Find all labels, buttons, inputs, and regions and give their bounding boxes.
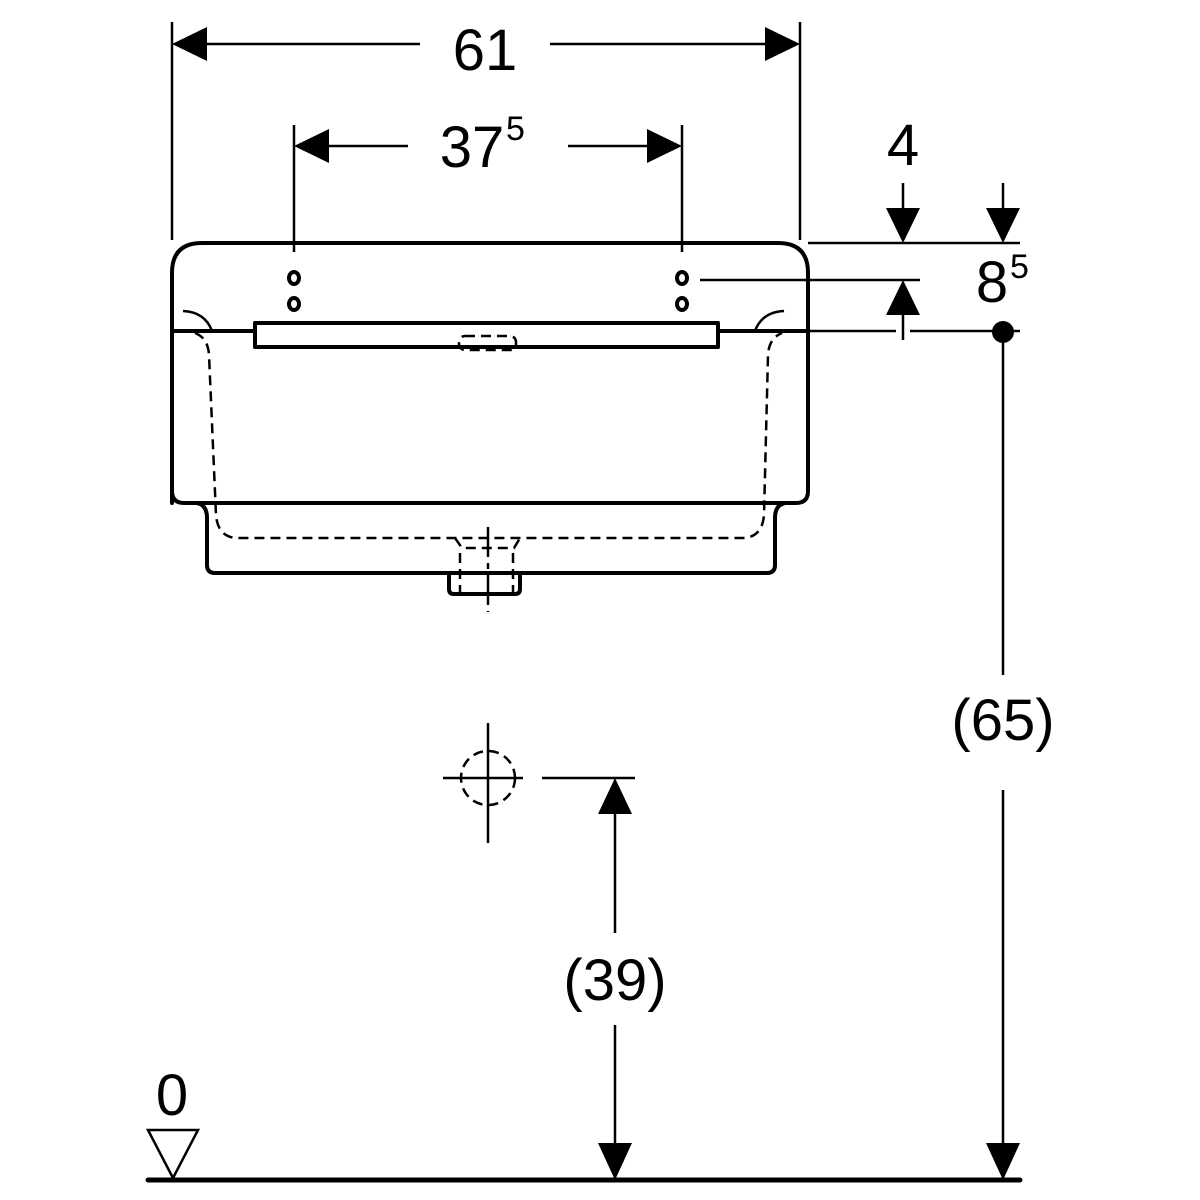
drain-height-label: (39) [563, 948, 666, 1013]
arrow-down-icon [986, 208, 1020, 243]
level-marker-icon [145, 1128, 201, 1181]
overflow-slot [253, 321, 720, 349]
arrow-down-icon [986, 1143, 1020, 1180]
drain-height-dimension: (39) [443, 723, 667, 1180]
mounting-hole [287, 270, 301, 286]
rim-height-label: 8 [976, 250, 1008, 315]
hole-spacing-superscript: 5 [506, 110, 525, 148]
washbasin-outline [170, 241, 810, 612]
mounting-hole [675, 296, 689, 312]
mounting-hole [287, 296, 301, 312]
arrow-left-icon [172, 27, 207, 61]
hole-spacing-dimension: 37 5 [292, 110, 684, 252]
arrow-down-icon [598, 1143, 632, 1180]
width-label: 61 [453, 18, 518, 83]
floor-reference: 0 [145, 1063, 1023, 1183]
floor-level-label: 0 [156, 1063, 188, 1128]
arrow-up-icon [886, 280, 920, 315]
arrow-up-icon [598, 778, 632, 814]
width-dimension: 61 [170, 18, 802, 240]
drain-outlet [447, 573, 522, 596]
rim-from-floor-label: (65) [951, 688, 1054, 753]
arrow-right-icon [647, 129, 682, 163]
arrow-left-icon [294, 129, 329, 163]
arrow-right-icon [765, 27, 800, 61]
hole-offset-label: 4 [887, 113, 919, 178]
rim-height-superscript: 5 [1010, 248, 1029, 286]
hole-spacing-label: 37 [440, 115, 505, 180]
rim-dimensions: 4 8 5 (65) [700, 113, 1055, 1180]
mounting-hole [675, 270, 689, 286]
arrow-down-icon [886, 208, 920, 243]
